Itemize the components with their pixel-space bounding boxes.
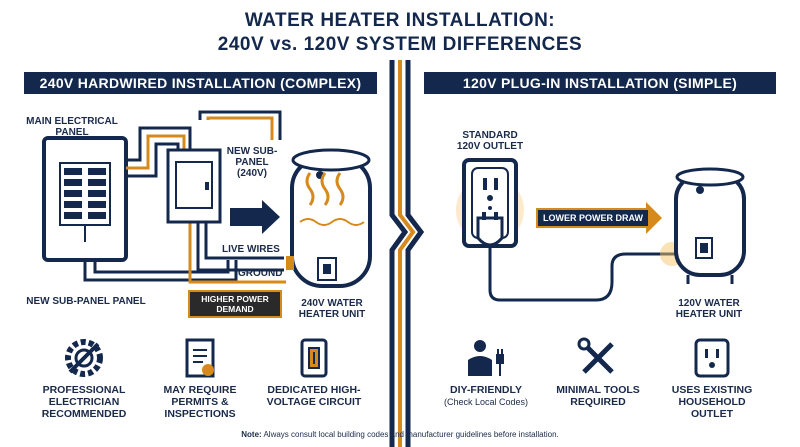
gear-wrench-icon — [65, 339, 103, 377]
caption-diy-sub: (Check Local Codes) — [443, 397, 529, 407]
heater-240v-graphic — [286, 148, 372, 288]
note-label: Note: — [241, 430, 262, 439]
person-plug-icon — [468, 340, 504, 376]
label-standard-outlet: STANDARD 120V OUTLET — [456, 130, 524, 152]
label-live-wires: LIVE WIRES — [222, 244, 280, 255]
note-text: Always consult local building codes and … — [261, 430, 559, 439]
caption-diy: DIY-FRIENDLY (Check Local Codes) — [431, 384, 541, 408]
plug-graphic — [476, 212, 676, 302]
outlet-icon — [694, 338, 730, 378]
permit-document-icon — [185, 338, 215, 378]
page-title-line2: 240V vs. 120V SYSTEM DIFFERENCES — [217, 34, 583, 55]
lower-power-badge: LOWER POWER DRAW — [538, 210, 648, 226]
wires-240v — [83, 110, 286, 284]
main-panel-graphic — [42, 136, 128, 262]
higher-power-badge: HIGHER POWER DEMAND — [188, 290, 282, 318]
caption-circuit: DEDICATED HIGH-VOLTAGE CIRCUIT — [266, 384, 362, 408]
tools-icon — [577, 337, 614, 374]
page-title-line1: WATER HEATER INSTALLATION: — [244, 10, 556, 31]
caption-diy-main: DIY-FRIENDLY — [450, 384, 522, 396]
label-new-subpanel-bottom: NEW SUB-PANEL PANEL — [26, 296, 146, 307]
center-divider — [389, 60, 425, 447]
label-240v-unit: 240V WATER HEATER UNIT — [298, 298, 366, 320]
arrow-right-icon — [230, 200, 280, 234]
label-120v-unit: 120V WATER HEATER UNIT — [675, 298, 743, 320]
breaker-switch-icon — [300, 338, 328, 378]
label-main-panel: MAIN ELECTRICAL PANEL — [26, 116, 118, 138]
heater-120v-graphic — [660, 167, 746, 284]
footer-note: Note: Always consult local building code… — [0, 430, 800, 439]
caption-outlet: USES EXISTING HOUSEHOLD OUTLET — [671, 384, 753, 420]
banner-240v: 240V HARDWIRED INSTALLATION (COMPLEX) — [24, 72, 377, 94]
label-ground: GROUND — [238, 268, 283, 279]
caption-tools: MINIMAL TOOLS REQUIRED — [556, 384, 640, 408]
banner-120v: 120V PLUG-IN INSTALLATION (SIMPLE) — [424, 72, 776, 94]
caption-electrician: PROFESSIONAL ELECTRICIAN RECOMMENDED — [41, 384, 127, 420]
sub-panel-graphic — [166, 148, 222, 224]
caption-permits: MAY REQUIRE PERMITS & INSPECTIONS — [163, 384, 237, 420]
label-new-subpanel-callout: NEW SUB-PANEL (240V) — [226, 146, 278, 179]
